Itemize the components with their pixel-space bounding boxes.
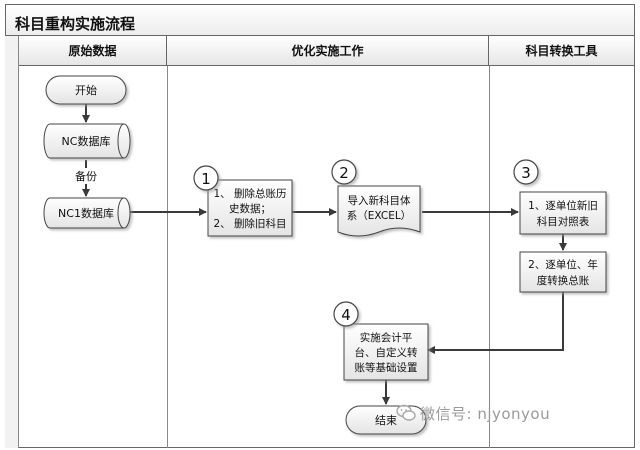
step4-box — [343, 323, 429, 381]
nc1-database-node — [43, 197, 131, 229]
watermark-text: 微信号: njyonyou — [420, 405, 551, 423]
start-node — [45, 75, 127, 105]
nc1-database-label: NC1数据库 — [58, 206, 114, 220]
lane-header-original-data: 原始数据 — [19, 36, 167, 66]
step4-line1: 实施会计平 — [360, 331, 413, 344]
step4-line2: 台、自定义转 — [355, 346, 418, 359]
backup-label: 备份 — [75, 169, 97, 183]
lane-gutter — [5, 36, 19, 448]
step3b-box — [519, 251, 607, 293]
step4-number: 4 — [341, 306, 351, 324]
step1-number: 1 — [201, 170, 211, 188]
backup-label-bg — [70, 168, 102, 184]
step3-badge — [513, 159, 539, 185]
nc-database-node — [43, 123, 131, 159]
wechat-icon — [396, 404, 416, 421]
step1-line1: 1、 删除总账历 — [213, 187, 286, 200]
step1-line3: 2、 删除旧科目 — [213, 217, 286, 230]
step3-number: 3 — [521, 164, 531, 182]
lane-header-conversion-tool: 科目转换工具 — [489, 36, 635, 66]
step3-line1: 1、逐单位新旧 — [528, 199, 598, 212]
end-label: 结束 — [375, 414, 397, 427]
step2-line1: 导入新科目体 — [348, 194, 411, 207]
step2-number: 2 — [339, 164, 349, 182]
start-label: 开始 — [75, 83, 97, 97]
step1-line2: 史数据； — [229, 202, 271, 215]
step3-line2: 科目对照表 — [537, 215, 590, 228]
arrow-step3b-to-step4 — [427, 292, 564, 354]
step4-line3: 账等基础设置 — [355, 361, 418, 374]
lane-header-optimization: 优化实施工作 — [167, 36, 489, 66]
lane-divider-1 — [167, 66, 168, 448]
step1-box — [207, 179, 293, 237]
step2-line2: 系（EXCEL） — [347, 210, 411, 222]
step3b-line1: 2、逐单位、年 — [528, 258, 598, 271]
step3-box — [519, 191, 607, 235]
lane-divider-2 — [489, 66, 490, 448]
step4-badge — [333, 301, 359, 327]
step2-document — [337, 185, 421, 237]
step3b-line2: 度转换总账 — [537, 274, 590, 287]
diagram-title: 科目重构实施流程 — [15, 15, 136, 33]
step2-badge — [331, 159, 357, 185]
step1-badge — [193, 165, 219, 191]
title-bar: 科目重构实施流程 — [5, 4, 635, 36]
nc-database-label: NC数据库 — [62, 134, 111, 148]
